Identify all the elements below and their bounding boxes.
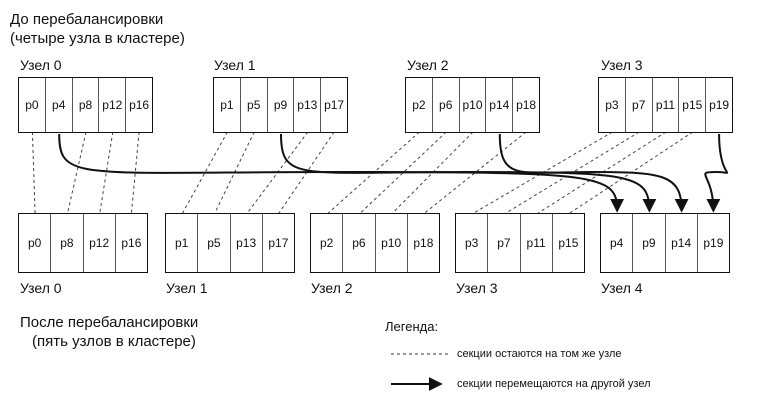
after-partition-p8: p8 <box>51 214 84 272</box>
stay-link-p10 <box>391 131 474 215</box>
before-partition-p8: p8 <box>73 78 100 132</box>
before-partition-p10: p10 <box>460 78 487 132</box>
before-partition-p11: p11 <box>653 78 680 132</box>
after-partition-p6: p6 <box>343 214 376 272</box>
legend-graphics <box>391 353 450 391</box>
after-partition-p9: p9 <box>633 214 666 272</box>
after-partition-p7: p7 <box>488 214 521 272</box>
move-links <box>58 133 729 213</box>
before-partition-p19: p19 <box>709 98 730 112</box>
after-partition-p10: p10 <box>376 214 408 272</box>
before-partition-p13: p13 <box>294 78 322 132</box>
before-caption: До перебалансировки (четыре узла в класт… <box>10 10 185 48</box>
after-partition-p5: p5 <box>198 214 231 272</box>
after-node-2-label: Узел 2 <box>311 280 353 296</box>
before-node-2-label: Узел 2 <box>407 57 449 73</box>
after-partition-p14: p14 <box>666 214 698 272</box>
before-partition-p18: p18 <box>516 98 537 112</box>
before-partition-p4: p4 <box>46 78 73 132</box>
legend-title: Легенда: <box>385 319 439 334</box>
after-partition-p12: p12 <box>84 214 116 272</box>
after-caption-subtitle: (пять узлов в кластере) <box>32 333 196 350</box>
stay-link-p16 <box>130 131 140 215</box>
move-arrow-p14 <box>498 133 689 213</box>
stay-link-p13 <box>246 131 309 215</box>
after-partition-p19: p19 <box>703 236 724 250</box>
after-partition-p2: p2 <box>311 214 344 272</box>
stay-link-p1 <box>181 131 228 215</box>
after-node-1-label: Узел 1 <box>166 280 208 296</box>
before-partition-p6: p6 <box>433 78 460 132</box>
after-node-3-label: Узел 3 <box>456 280 498 296</box>
after-partition-p15: p15 <box>558 236 579 250</box>
before-node-3-label: Узел 3 <box>601 57 643 73</box>
stay-link-p11 <box>536 131 667 215</box>
after-partition-p3: p3 <box>456 214 489 272</box>
before-partition-p12: p12 <box>99 78 127 132</box>
after-partition-p4: p4 <box>601 214 634 272</box>
stay-link-p6 <box>359 131 447 215</box>
legend-stay-text: секции остаются на том же узле <box>457 348 622 360</box>
after-caption-title: После перебалансировки <box>20 314 199 331</box>
stay-link-p0 <box>31 131 36 215</box>
before-partition-p17: p17 <box>324 98 345 112</box>
before-partition-p16: p16 <box>129 98 150 112</box>
stay-link-p12 <box>99 131 114 215</box>
after-node-4-label: Узел 4 <box>601 280 643 296</box>
before-partition-p2: p2 <box>406 78 433 132</box>
move-arrow-p9 <box>279 133 657 213</box>
after-partition-p1: p1 <box>166 214 199 272</box>
stay-link-p8 <box>66 131 87 215</box>
after-partition-p16: p16 <box>121 236 142 250</box>
stay-link-p18 <box>423 131 527 215</box>
after-caption: После перебалансировки (пять узлов в кла… <box>20 313 198 351</box>
before-partition-p7: p7 <box>626 78 653 132</box>
after-partition-p13: p13 <box>231 214 263 272</box>
before-partition-p9: p9 <box>268 78 295 132</box>
after-node-0-label: Узел 0 <box>20 280 62 296</box>
before-partition-p0: p0 <box>19 78 46 132</box>
after-partition-p18: p18 <box>413 236 434 250</box>
after-partition-p17: p17 <box>268 236 289 250</box>
before-partition-p14: p14 <box>486 78 514 132</box>
before-partition-p15: p15 <box>679 78 707 132</box>
before-caption-subtitle: (четыре узла в кластере) <box>10 30 185 47</box>
before-partition-p1: p1 <box>214 78 241 132</box>
before-caption-title: До перебалансировки <box>10 11 164 28</box>
before-partition-p5: p5 <box>241 78 268 132</box>
before-node-0-label: Узел 0 <box>20 57 62 73</box>
move-arrow-p19 <box>704 133 729 213</box>
legend-move-text: секции перемещаются на другой узел <box>457 378 651 390</box>
before-node-1-label: Узел 1 <box>214 57 256 73</box>
before-partition-p3: p3 <box>599 78 626 132</box>
after-partition-p0: p0 <box>19 214 52 272</box>
after-partition-p11: p11 <box>521 214 553 272</box>
